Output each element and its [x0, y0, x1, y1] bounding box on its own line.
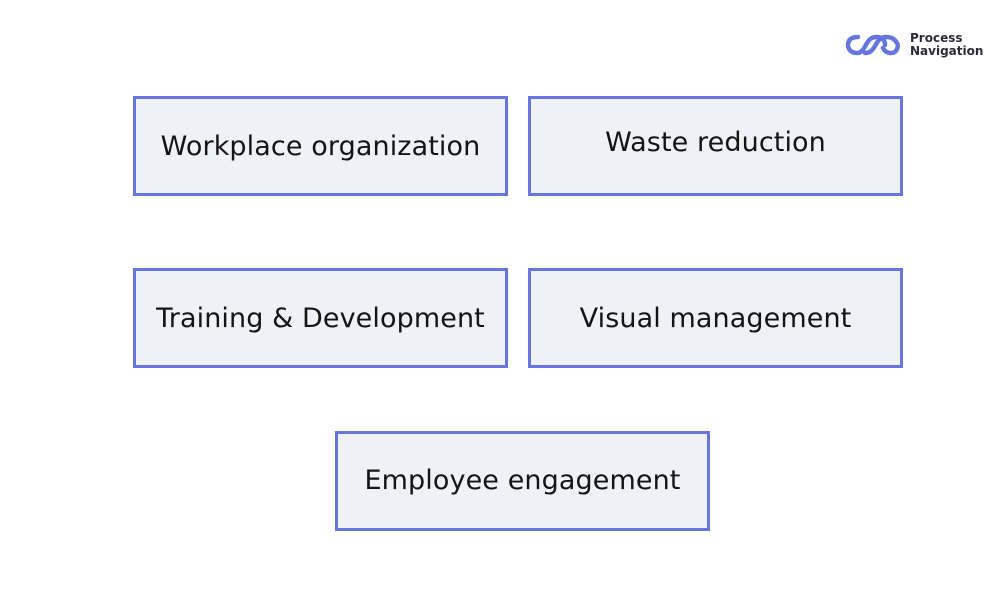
logo-text-line2: Navigation: [910, 44, 984, 58]
visual-management-box: Visual management: [528, 268, 903, 368]
workplace-organization-box: Workplace organization: [133, 96, 508, 196]
logo-text-line1: Process: [910, 31, 963, 45]
training-development-box: Training & Development: [133, 268, 508, 368]
chain-links-icon: [846, 34, 900, 56]
box-label: Employee engagement: [364, 464, 681, 496]
employee-engagement-box: Employee engagement: [335, 431, 710, 531]
box-label: Visual management: [579, 302, 852, 334]
box-label: Workplace organization: [160, 130, 481, 162]
waste-reduction-box: Waste reduction: [528, 96, 903, 196]
brand-logo: Process Navigation: [846, 31, 983, 59]
box-label: Waste reduction: [605, 126, 826, 158]
box-label: Training & Development: [156, 302, 485, 334]
